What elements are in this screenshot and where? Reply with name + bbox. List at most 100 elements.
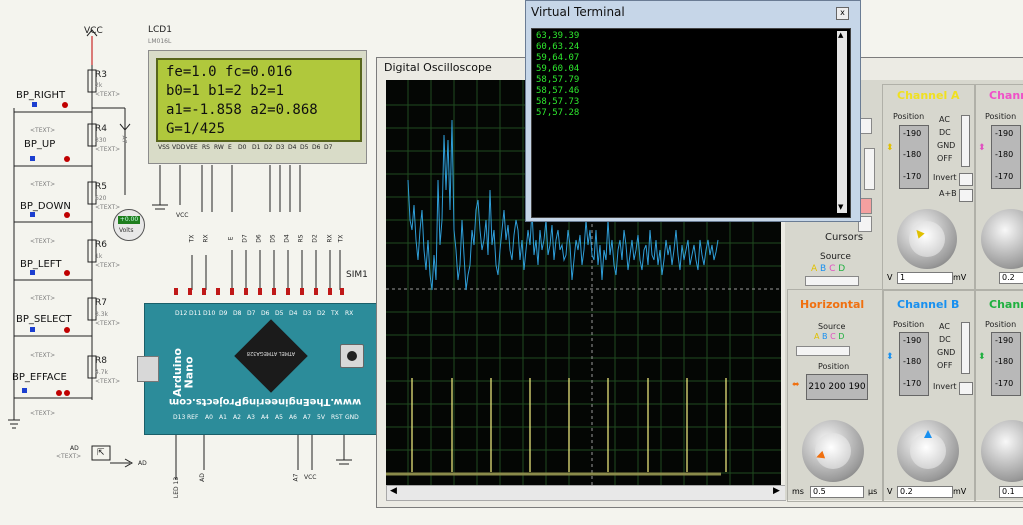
- horizontal-scale-knob[interactable]: [802, 420, 864, 482]
- channel-a-arrow-icon[interactable]: ⬍: [886, 143, 894, 153]
- button-bp-select[interactable]: [64, 327, 70, 333]
- channel-b-dc[interactable]: DC: [939, 335, 951, 344]
- channel-a-scale-knob[interactable]: [897, 209, 957, 269]
- nano-chip-label: ATMEL ATMEGA328: [246, 350, 296, 356]
- channel-b-position-dial[interactable]: -190 -180 -170: [899, 332, 929, 396]
- lcd-pin-rs: RS: [202, 144, 210, 151]
- channel-a-tick-190: -190: [903, 129, 922, 138]
- net-d7-label: D7: [241, 234, 249, 243]
- cursors-button[interactable]: [858, 216, 872, 232]
- virtual-terminal-screen[interactable]: 63,39.39 60,63.24 59,64.07 59,60.04 58,5…: [531, 28, 851, 218]
- terminal-line: 58,57.79: [536, 75, 580, 85]
- terminal-scrollbar[interactable]: ▲ ▼: [837, 31, 847, 213]
- lcd-pin-d3: D3: [276, 144, 285, 151]
- horizontal-source-options[interactable]: A B C D: [814, 332, 844, 341]
- horizontal-position-label: Position: [818, 362, 850, 371]
- channel-a-aplusb-label: A+B: [939, 189, 957, 198]
- button-bp-left[interactable]: [64, 270, 70, 276]
- channel-a-position-label: Position: [893, 112, 925, 121]
- channel-a-panel: Channel A Position -190 -180 -170 ⬍ AC D…: [882, 84, 976, 291]
- button-bp-efface[interactable]: [56, 390, 62, 396]
- channel-c-tick-180: -180: [995, 150, 1014, 159]
- close-icon[interactable]: x: [836, 7, 849, 20]
- probe-icon[interactable]: ⇱: [97, 448, 105, 458]
- channel-c-scale-knob[interactable]: [981, 209, 1023, 269]
- nano-pin-a2: A2: [233, 414, 241, 421]
- oscilloscope-scrollbar[interactable]: ◀ ▶: [386, 485, 786, 501]
- nano-reset-button[interactable]: [340, 344, 364, 368]
- net-d5-label: D5: [269, 234, 277, 243]
- button-bp-down[interactable]: [64, 212, 70, 218]
- channel-d-panel: Chann Position -190 -180 -170 ⬍ 0.1: [974, 289, 1023, 502]
- trigger-source-d[interactable]: D: [838, 264, 846, 274]
- channel-d-title: Chann: [989, 298, 1023, 311]
- channel-d-scale-value[interactable]: 0.1: [999, 486, 1023, 498]
- channel-a-invert-button[interactable]: [959, 173, 973, 186]
- voltmeter[interactable]: +0.00 Volts: [113, 209, 145, 241]
- button-bp-left-text: <TEXT>: [30, 295, 56, 302]
- button-bp-up[interactable]: [64, 156, 70, 162]
- channel-b-scale-value[interactable]: 0.2: [897, 486, 953, 498]
- nano-top-pin-labels: D12 D11 D10 D9 D8 D7 D6 D5 D4 D3 D2 TX R…: [147, 310, 383, 320]
- channel-c-scale-value[interactable]: 0.2: [999, 272, 1023, 284]
- trigger-source-a[interactable]: A: [811, 264, 818, 274]
- resistor-r8-value: 4.7k: [95, 369, 109, 376]
- trigger-source-b[interactable]: B: [820, 264, 827, 274]
- horizontal-source-a[interactable]: A: [814, 332, 820, 341]
- resistor-r3-ref: R3: [95, 70, 107, 80]
- button-bp-right[interactable]: [62, 102, 68, 108]
- nano-pin-d11: D11: [189, 310, 202, 317]
- channel-c-position-dial[interactable]: -190 -180 -170: [991, 125, 1021, 189]
- terminal-line: 63,39.39: [536, 31, 580, 41]
- trigger-source-slider[interactable]: [805, 276, 859, 286]
- channel-b-coupling-switch[interactable]: [961, 322, 970, 374]
- horizontal-scale-value[interactable]: 0.5: [810, 486, 864, 498]
- channel-b-arrow-icon[interactable]: ⬍: [886, 352, 894, 362]
- channel-b-ac[interactable]: AC: [939, 322, 950, 331]
- scroll-up-icon[interactable]: ▲: [838, 31, 844, 39]
- horizontal-position-dial[interactable]: 210 200 190: [806, 374, 868, 400]
- channel-a-coupling-switch[interactable]: [961, 115, 970, 167]
- channel-a-off[interactable]: OFF: [937, 154, 953, 163]
- scroll-left-icon[interactable]: ◀: [390, 486, 397, 496]
- channel-a-aplusb-button[interactable]: [959, 189, 973, 202]
- button-bp-right-state: [32, 102, 37, 107]
- channel-b-scale-knob[interactable]: [897, 420, 959, 482]
- channel-a-scale-value[interactable]: 1: [897, 272, 953, 284]
- channel-a-position-dial[interactable]: -190 -180 -170: [899, 125, 929, 189]
- scroll-right-icon[interactable]: ▶: [773, 486, 780, 496]
- virtual-terminal-window[interactable]: Virtual Terminal x 63,39.39 60,63.24 59,…: [525, 0, 861, 222]
- channel-d-scale-knob[interactable]: [981, 420, 1023, 482]
- channel-b-gnd[interactable]: GND: [937, 348, 956, 357]
- horizontal-source-label: Source: [818, 322, 846, 331]
- nano-brand: Arduino Nano: [165, 348, 201, 397]
- horizontal-unit-us: µs: [868, 487, 878, 496]
- resistor-r7-ref: R7: [95, 298, 107, 308]
- channel-a-unit-v: V: [887, 273, 893, 282]
- channel-b-off[interactable]: OFF: [937, 361, 953, 370]
- nano-pin-a4: A4: [261, 414, 269, 421]
- trigger-slider[interactable]: [864, 148, 875, 190]
- nano-pin-d5: D5: [275, 310, 284, 317]
- channel-b-invert-button[interactable]: [959, 382, 973, 395]
- horizontal-source-d[interactable]: D: [838, 332, 845, 341]
- channel-a-dc[interactable]: DC: [939, 128, 951, 137]
- horizontal-arrow-icon[interactable]: ⬌: [792, 380, 800, 390]
- channel-a-gnd[interactable]: GND: [937, 141, 956, 150]
- horizontal-source-b[interactable]: B: [822, 332, 828, 341]
- channel-a-ac[interactable]: AC: [939, 115, 950, 124]
- nano-chip: [234, 319, 308, 393]
- horizontal-source-slider[interactable]: [796, 346, 850, 356]
- channel-d-arrow-icon[interactable]: ⬍: [978, 352, 986, 362]
- trigger-source-c[interactable]: C: [829, 264, 836, 274]
- trigger-source-options[interactable]: A B C D: [811, 264, 845, 274]
- channel-c-arrow-icon[interactable]: ⬍: [978, 143, 986, 153]
- nano-top-pins: [150, 288, 380, 298]
- nano-pin-d10: D10: [203, 310, 216, 317]
- arduino-nano-board[interactable]: D12 D11 D10 D9 D8 D7 D6 D5 D4 D3 D2 TX R…: [137, 303, 386, 435]
- resistor-r5-ref: R5: [95, 182, 107, 192]
- scroll-down-icon[interactable]: ▼: [838, 203, 844, 211]
- virtual-terminal-title: Virtual Terminal: [531, 5, 625, 19]
- horizontal-source-c[interactable]: C: [830, 332, 836, 341]
- channel-d-position-dial[interactable]: -190 -180 -170: [991, 332, 1021, 396]
